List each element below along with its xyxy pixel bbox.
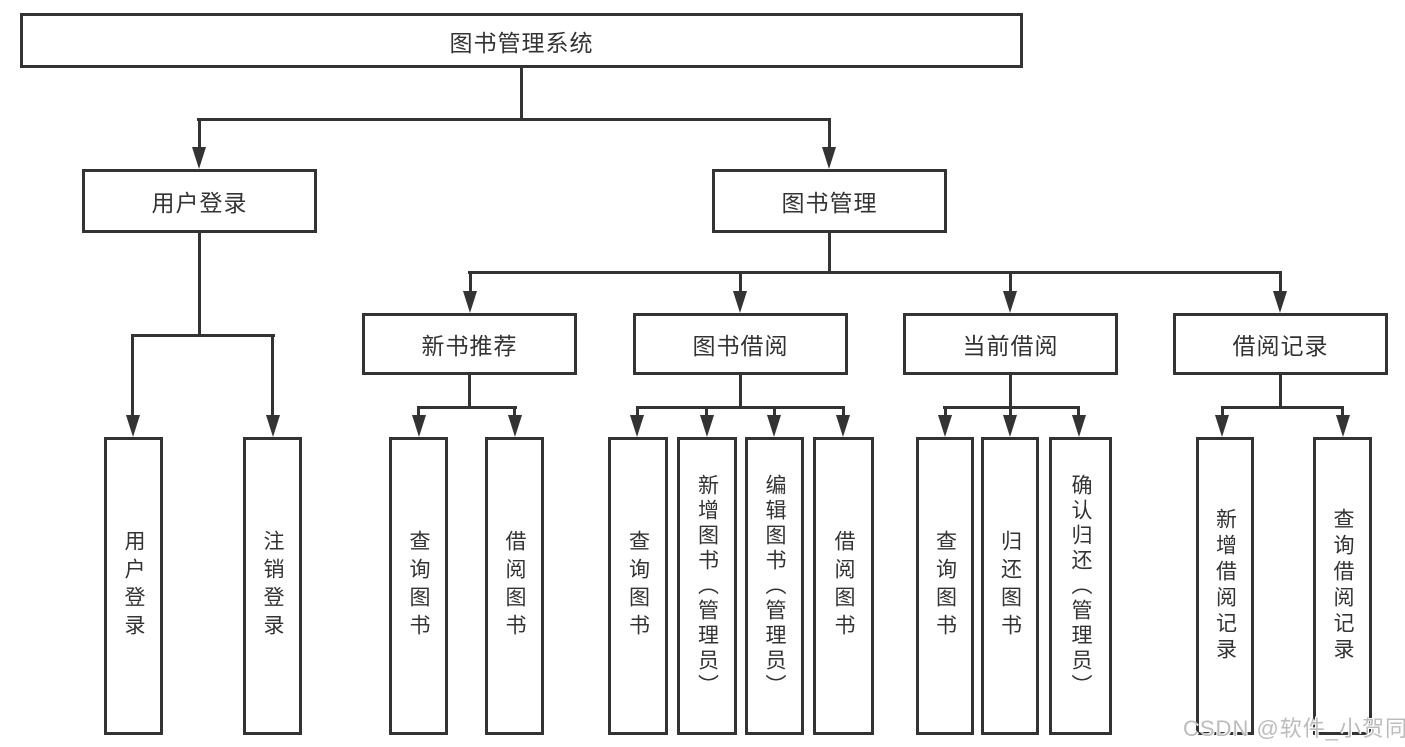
- arrowhead-new-book-rec: [463, 291, 477, 313]
- edge-book-borrow-bus: [636, 406, 845, 409]
- leaf-borrow-book-1: 借阅图书: [485, 437, 544, 735]
- arrowhead-leaf-query-borrow-record: [1336, 415, 1350, 437]
- arrowhead-borrow-records: [1273, 291, 1287, 313]
- edge-book-mgmt-bus: [468, 271, 1282, 274]
- leaf-edit-book-admin: 编辑图书（管理员）: [745, 437, 804, 735]
- node-borrow-records: 借阅记录: [1173, 313, 1388, 375]
- leaf-user-login: 用户登录: [104, 437, 163, 735]
- edge-borrow-records-bus: [1221, 406, 1344, 409]
- edge-borrow-records-stem: [1279, 375, 1282, 409]
- arrowhead-book-mgmt: [822, 147, 836, 169]
- edge-to-leaf-user-login: [131, 337, 134, 417]
- node-book-management: 图书管理: [712, 169, 947, 233]
- node-new-book-recommend: 新书推荐: [362, 313, 577, 375]
- edge-to-leaf-borrow-book-2: [842, 409, 845, 419]
- edge-to-book-mgmt: [828, 121, 831, 149]
- edge-to-borrow-records: [1279, 274, 1282, 293]
- edge-to-leaf-query-book-3: [944, 409, 947, 419]
- arrowhead-leaf-query-book-3: [938, 415, 952, 437]
- arrowhead-leaf-return-book: [1003, 415, 1017, 437]
- arrowhead-book-borrow: [733, 291, 747, 313]
- edge-book-borrow-stem: [739, 375, 742, 409]
- edge-to-leaf-query-book-2: [636, 409, 639, 419]
- arrowhead-leaf-add-book: [700, 415, 714, 437]
- edge-book-mgmt-stem: [828, 233, 831, 274]
- edge-to-leaf-query-book-1: [417, 409, 420, 419]
- edge-to-leaf-query-borrow-record: [1341, 409, 1344, 419]
- leaf-query-borrow-record: 查询借阅记录: [1313, 437, 1372, 735]
- edge-current-borrow-stem: [1009, 375, 1012, 409]
- edge-to-leaf-add-book: [705, 409, 708, 419]
- leaf-add-borrow-record: 新增借阅记录: [1196, 437, 1254, 735]
- arrowhead-leaf-borrow-book-1: [508, 415, 522, 437]
- leaf-add-book-admin: 新增图书（管理员）: [677, 437, 737, 735]
- edge-to-new-book-rec: [469, 274, 472, 293]
- node-library-management-system: 图书管理系统: [20, 13, 1023, 68]
- edge-to-user-login: [198, 121, 201, 149]
- leaf-borrow-book-2: 借阅图书: [813, 437, 874, 735]
- leaf-query-book-1: 查询图书: [389, 437, 448, 735]
- edge-user-login-stem: [198, 233, 201, 337]
- edge-to-leaf-edit-book: [773, 409, 776, 419]
- watermark: CSDN @软件_小贺同学: [1183, 716, 1405, 741]
- edge-new-book-rec-stem: [468, 375, 471, 409]
- edge-to-current-borrow: [1009, 274, 1012, 293]
- edge-to-leaf-return-book: [1009, 409, 1012, 419]
- edge-to-leaf-add-borrow-record: [1221, 409, 1224, 419]
- leaf-query-book-2: 查询图书: [608, 437, 668, 735]
- arrowhead-leaf-user-login: [126, 415, 140, 437]
- edge-user-login-bus: [131, 334, 275, 337]
- leaf-confirm-return-admin: 确认归还（管理员）: [1049, 437, 1112, 735]
- edge-new-book-rec-bus: [417, 406, 517, 409]
- edge-to-leaf-borrow-book-1: [513, 409, 516, 419]
- edge-current-borrow-bus: [943, 406, 1080, 409]
- arrowhead-leaf-add-borrow-record: [1215, 415, 1229, 437]
- arrowhead-current-borrow: [1003, 291, 1017, 313]
- edge-to-leaf-logout: [271, 337, 274, 417]
- arrowhead-user-login: [192, 147, 206, 169]
- leaf-logout: 注销登录: [243, 437, 302, 735]
- arrowhead-leaf-confirm-return: [1072, 415, 1086, 437]
- arrowhead-leaf-borrow-book-2: [836, 415, 850, 437]
- arrowhead-leaf-edit-book: [767, 415, 781, 437]
- edge-to-leaf-confirm-return: [1077, 409, 1080, 419]
- leaf-query-book-3: 查询图书: [916, 437, 974, 735]
- edge-to-book-borrow: [739, 274, 742, 293]
- node-current-borrow: 当前借阅: [903, 313, 1118, 375]
- node-user-login: 用户登录: [82, 169, 317, 233]
- edge-root-stem: [520, 68, 523, 120]
- arrowhead-leaf-query-book-1: [412, 415, 426, 437]
- node-book-borrow: 图书借阅: [633, 313, 848, 375]
- edge-root-bus: [197, 118, 831, 121]
- arrowhead-leaf-logout: [266, 415, 280, 437]
- arrowhead-leaf-query-book-2: [630, 415, 644, 437]
- leaf-return-book: 归还图书: [981, 437, 1039, 735]
